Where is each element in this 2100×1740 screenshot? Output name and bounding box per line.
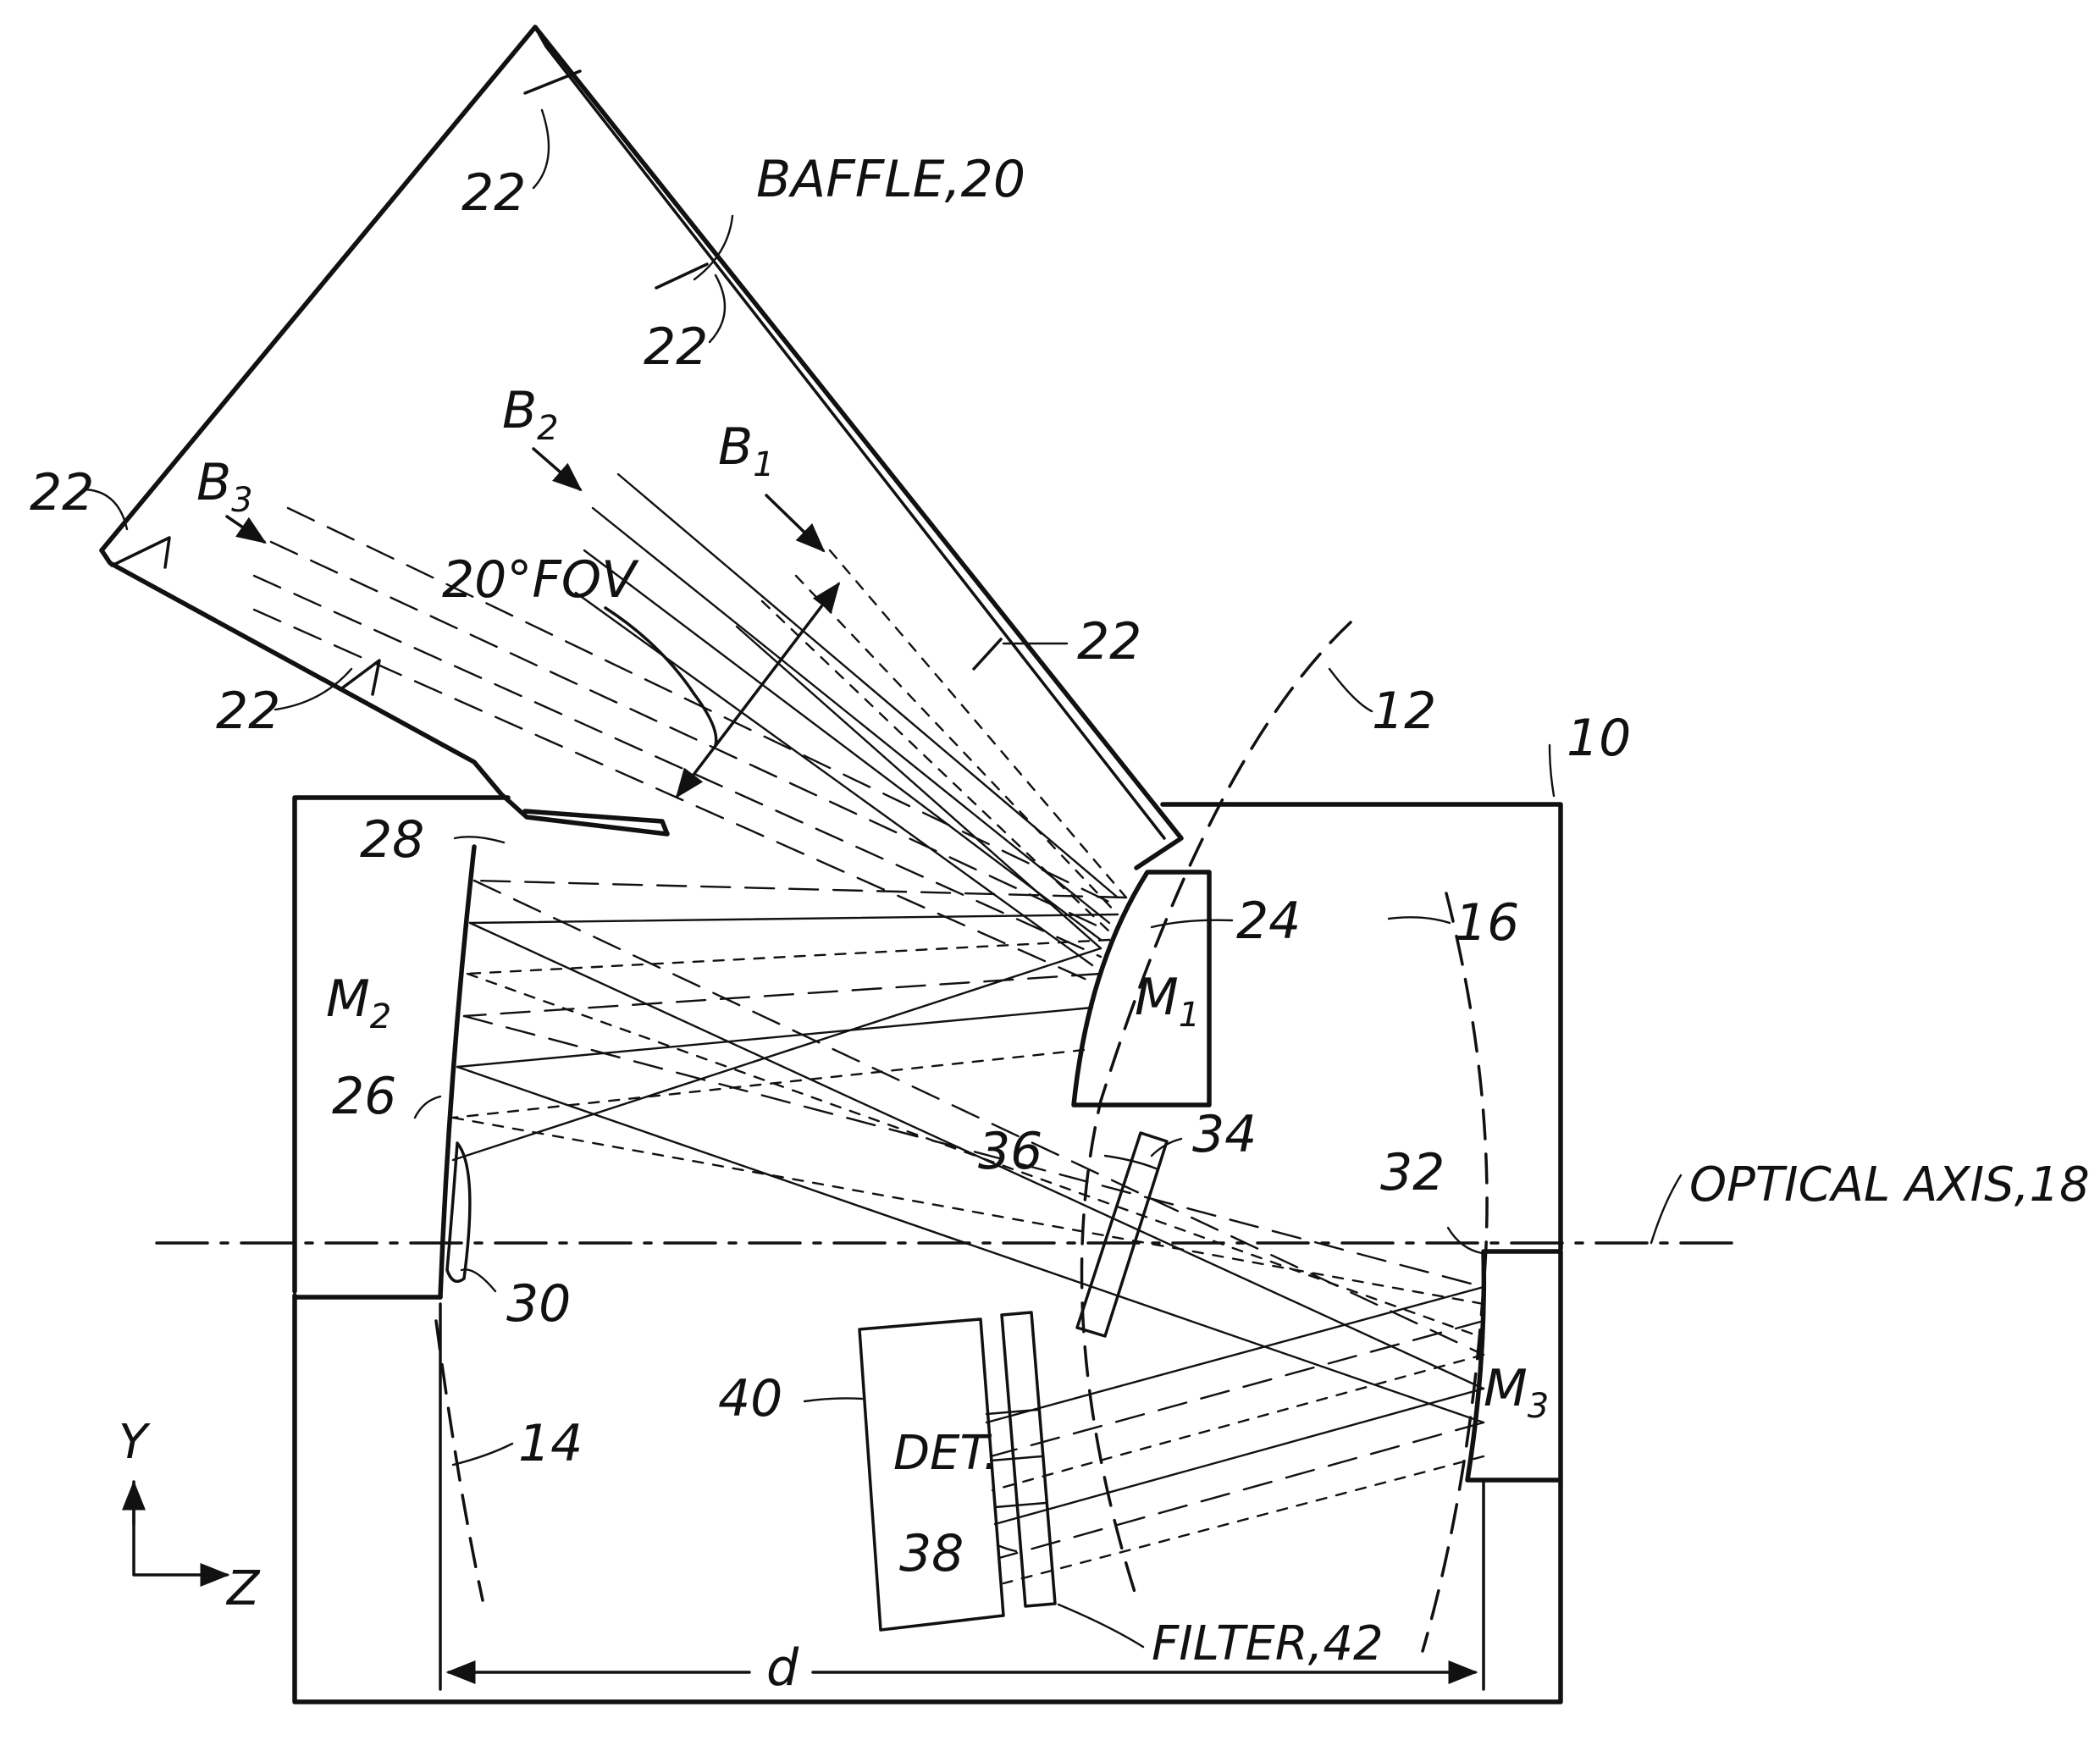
beam-b2-label: B2 <box>502 381 559 448</box>
ref-36-label: 36 <box>978 1122 1042 1181</box>
filter-label: FILTER,42 <box>1152 1616 1384 1671</box>
vane-label-22-b: 22 <box>644 318 708 377</box>
vane-label-22-a: 22 <box>461 163 526 223</box>
ref-26-label: 26 <box>332 1067 396 1126</box>
baffle-20 <box>99 25 1184 870</box>
distance-d <box>439 1302 1485 1691</box>
distance-label: d <box>766 1638 799 1698</box>
ref-34-label: 34 <box>1192 1105 1257 1164</box>
ref-30-label: 30 <box>506 1274 571 1334</box>
ref-40-label: 40 <box>718 1369 782 1428</box>
surface-12 <box>1080 621 1352 1594</box>
labels: BAFFLE,20 22 22 22 22 22 B3 B2 B1 20°FOV… <box>30 150 2090 1698</box>
vane-label-22-e: 22 <box>1077 612 1141 671</box>
beam-b1-label: B1 <box>718 417 775 484</box>
vane-label-22-c: 22 <box>30 463 94 522</box>
ref-16-label: 16 <box>1455 893 1519 953</box>
rays-m1-to-m2 <box>451 879 1128 1162</box>
ref-32-label: 32 <box>1380 1143 1445 1202</box>
leader-lines <box>83 108 1683 1649</box>
surface-16 <box>1421 892 1489 1653</box>
mirror-m3-label: M3 <box>1484 1359 1549 1426</box>
fov-arrow <box>604 582 841 798</box>
ref-12-label: 12 <box>1372 682 1436 741</box>
beam-b3-label: B3 <box>196 453 253 520</box>
coordinate-axes <box>122 1480 230 1587</box>
detector-label: DET. <box>893 1426 998 1481</box>
ref-24-label: 24 <box>1236 892 1301 951</box>
ray-bundle-b3 <box>252 506 1119 984</box>
rays-m2-to-m3 <box>451 879 1485 1424</box>
baffle-label: BAFFLE,20 <box>756 150 1025 209</box>
fov-label: 20°FOV <box>442 550 639 610</box>
ref-38-label: 38 <box>899 1524 964 1583</box>
axis-y-label: Y <box>119 1415 151 1470</box>
surface-14 <box>434 1319 484 1602</box>
mirror-m1-label: M1 <box>1135 968 1200 1035</box>
mirror-m2 <box>292 844 477 1300</box>
rays-m3-to-detector <box>985 1285 1485 1585</box>
housing-outline <box>292 795 1563 1704</box>
filter-42 <box>985 1311 1057 1608</box>
optical-axis-label: OPTICAL AXIS,18 <box>1689 1157 2090 1212</box>
ref-28-label: 28 <box>360 810 424 870</box>
axis-z-label: Z <box>225 1561 261 1616</box>
plate-34 <box>1075 1131 1169 1338</box>
ref-14-label: 14 <box>518 1414 583 1473</box>
mirror-m1 <box>1071 870 1212 1108</box>
detector-40 <box>858 1317 1005 1632</box>
mirror-m2-label: M2 <box>326 969 391 1036</box>
beam-arrows <box>225 447 826 553</box>
ray-bundle-b2 <box>574 472 1119 967</box>
ref-10-label: 10 <box>1567 709 1631 768</box>
vane-label-22-d: 22 <box>216 682 280 741</box>
